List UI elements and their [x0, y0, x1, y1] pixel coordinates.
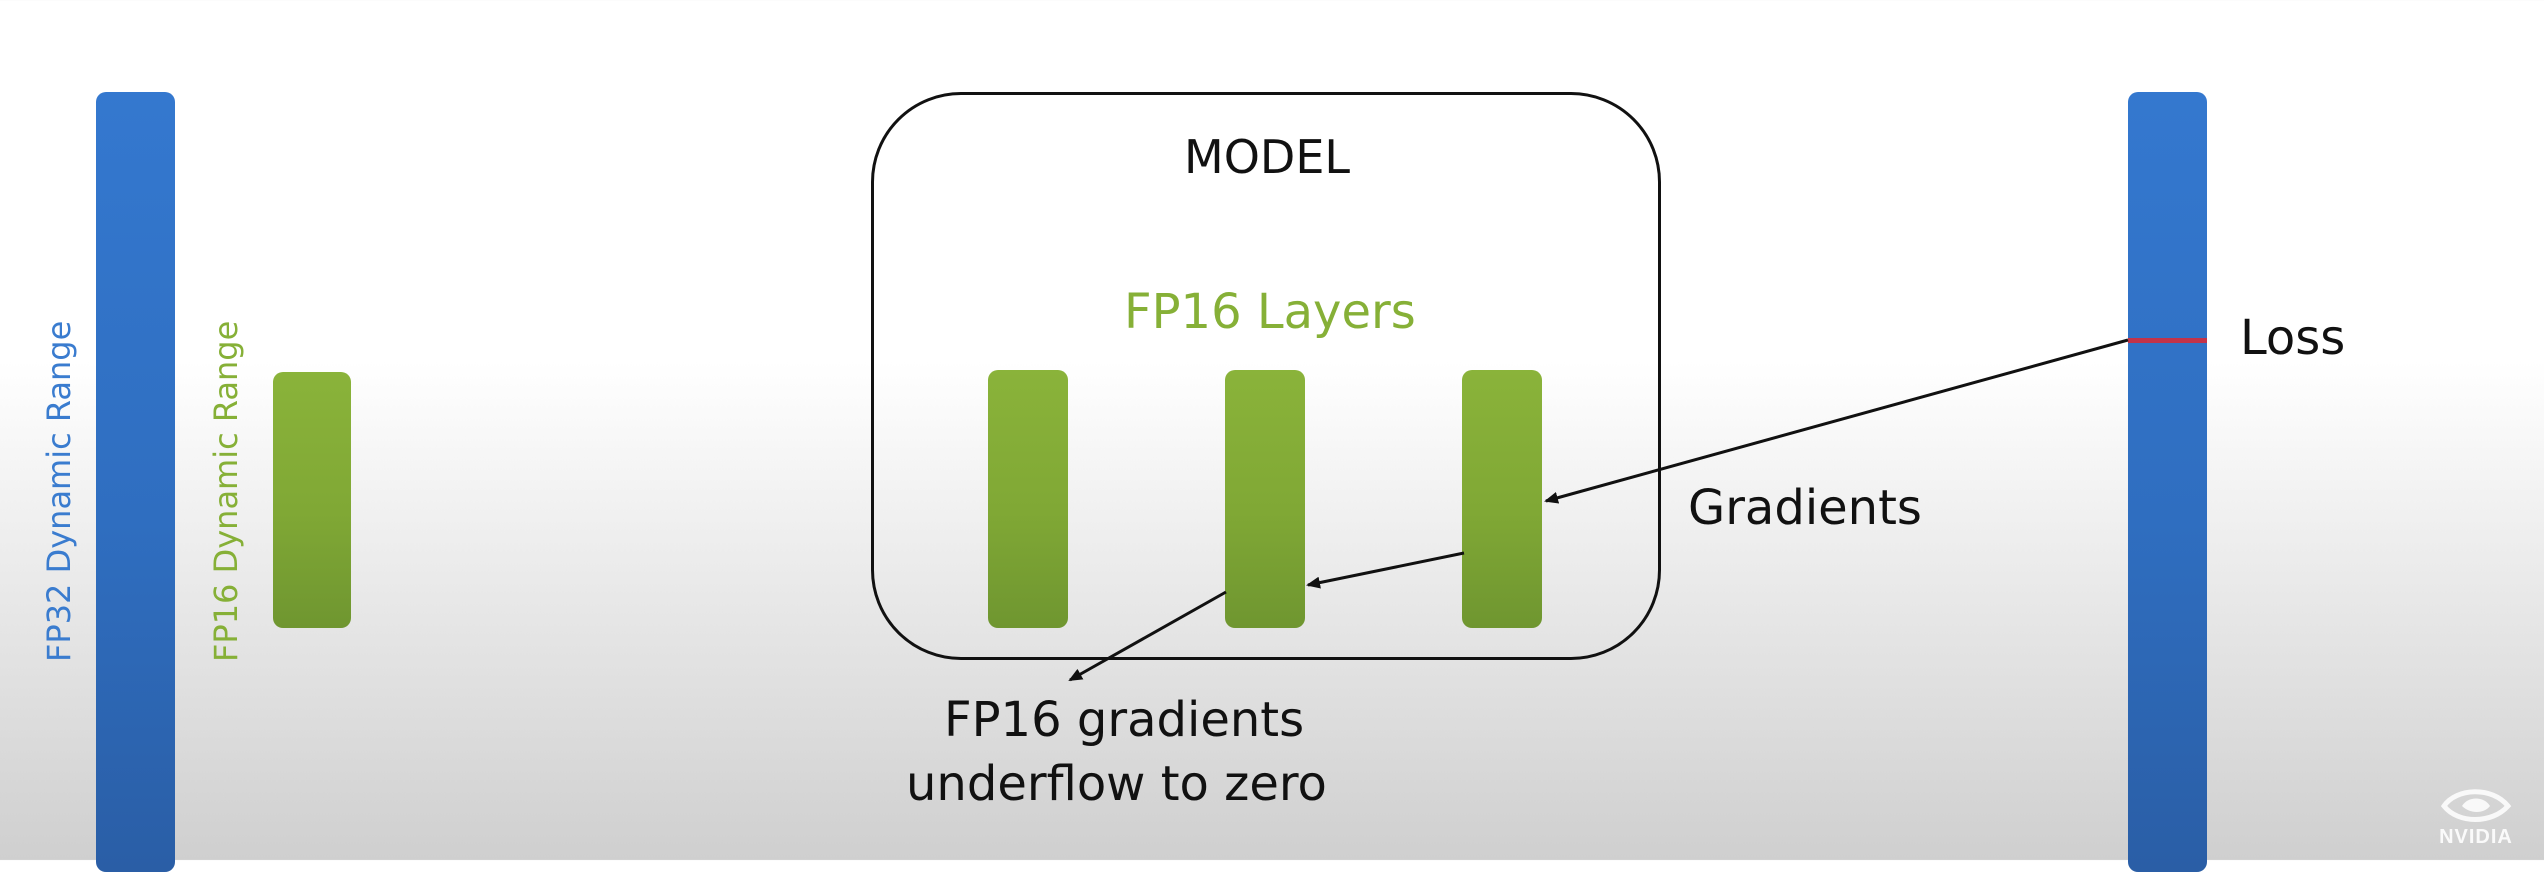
- loss-marker: [2128, 338, 2207, 343]
- gradients-label: Gradients: [1688, 480, 1922, 536]
- underflow-label-line1: FP16 gradients: [944, 692, 1305, 748]
- arrow-layer-2-to-underflow: [1068, 590, 1227, 682]
- fp16-layer-2: [1225, 370, 1305, 628]
- nvidia-logo-text: NVIDIA: [2439, 826, 2513, 848]
- model-title: MODEL: [1184, 130, 1351, 184]
- fp16-range-bar: [273, 372, 351, 628]
- model-box: [871, 92, 1661, 660]
- arrow-loss-to-layer-3: [1544, 338, 2129, 504]
- fp16-layers-title: FP16 Layers: [1124, 284, 1416, 340]
- underflow-label-line2: underflow to zero: [906, 756, 1327, 812]
- arrow-layer-3-to-layer-2: [1306, 551, 1465, 589]
- nvidia-logo-icon: [2440, 789, 2512, 822]
- fp16-layer-3: [1462, 370, 1542, 628]
- fp32-range-bar-right: [2128, 92, 2207, 872]
- fp32-range-bar: [96, 92, 175, 872]
- loss-label: Loss: [2240, 310, 2346, 366]
- fp16-layer-1: [988, 370, 1068, 628]
